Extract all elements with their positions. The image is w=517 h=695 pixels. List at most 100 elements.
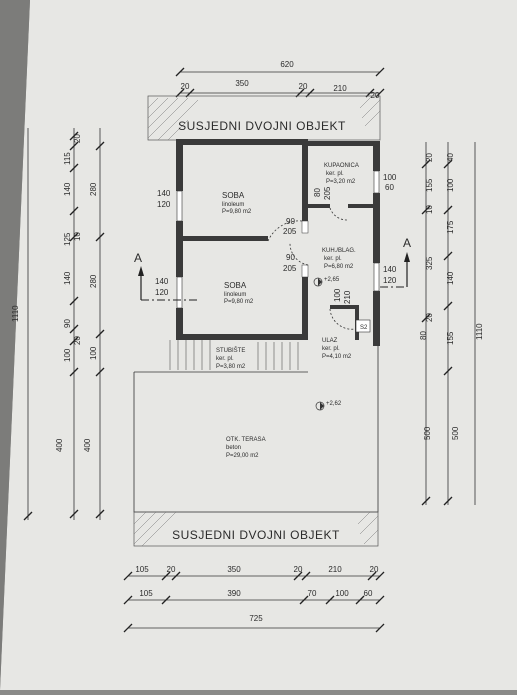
level-value: +2,65: [324, 277, 340, 283]
room-area: P=9,80 m2: [224, 299, 254, 305]
ulaz-door-width: 100: [333, 288, 342, 302]
svg-text:140: 140: [446, 271, 455, 285]
room-name: SOBA: [222, 191, 245, 200]
svg-text:20: 20: [167, 565, 176, 574]
window-2-width: 140: [155, 277, 169, 286]
dim-top-seg-1: 20: [181, 82, 190, 91]
svg-text:100: 100: [63, 348, 72, 362]
neighbor-building-bottom: SUSJEDNI DVOJNI OBJEKT: [133, 511, 379, 547]
room-stubiste: STUBIŠTE ker. pl. P=3,80 m2: [216, 347, 246, 370]
dim-left-total: 1110: [11, 305, 20, 322]
dim-top-seg-4: 210: [333, 84, 347, 93]
svg-text:100: 100: [335, 589, 349, 598]
svg-text:100: 100: [446, 178, 455, 192]
svg-text:500: 500: [423, 426, 432, 440]
room-floor: ker. pl.: [322, 346, 340, 352]
svg-text:20: 20: [425, 153, 434, 162]
svg-text:90: 90: [63, 319, 72, 328]
svg-text:155: 155: [425, 178, 434, 192]
room-name: KUH./BLAG.: [322, 248, 356, 254]
bottom-dimensions: 105 20 350 20 210 20 105 390 70 100 60 7…: [123, 565, 385, 633]
room-floor: linoleum: [222, 202, 244, 208]
window-2-height: 120: [155, 288, 169, 297]
section-label: A: [403, 236, 412, 250]
room-kuhinja: KUH./BLAG. ker. pl. P=6,80 m2: [322, 248, 356, 270]
svg-text:20: 20: [370, 565, 379, 574]
svg-text:105: 105: [135, 565, 149, 574]
dim-right-col3: 325 500: [425, 256, 460, 440]
dim-bottom-row2: 105 390 70 100 60: [139, 589, 373, 598]
dim-right-total: 1110: [475, 323, 484, 340]
window-1-width: 140: [157, 189, 171, 198]
section-mark-right: A: [380, 236, 412, 288]
svg-text:140: 140: [63, 271, 72, 285]
svg-text:400: 400: [83, 438, 92, 452]
svg-text:210: 210: [328, 565, 342, 574]
dim-top-total: 620: [280, 60, 294, 69]
neighbor-label-bottom: SUSJEDNI DVOJNI OBJEKT: [172, 528, 340, 542]
svg-text:155: 155: [446, 331, 455, 345]
svg-text:140: 140: [63, 182, 72, 196]
room-name: ULAZ: [322, 338, 338, 344]
room-soba-2: SOBA linoleum P=9,80 m2: [224, 281, 254, 305]
section-label: A: [134, 251, 143, 265]
kuh-window-height: 120: [383, 276, 397, 285]
dim-left-col2: 20 115 140 125 10 140 90 20 100 400: [55, 134, 82, 452]
svg-text:115: 115: [63, 152, 72, 165]
dim-right-col1: 20 155 100 10 20 80: [419, 153, 455, 340]
kup-door-width: 80: [313, 188, 322, 197]
room-name: KUPAONICA: [324, 163, 359, 169]
svg-text:10: 10: [425, 205, 434, 214]
svg-text:20: 20: [425, 313, 434, 322]
dim-top-seg-2: 350: [235, 79, 249, 88]
svg-text:60: 60: [364, 589, 373, 598]
svg-text:280: 280: [89, 274, 98, 288]
room-area: P=3,20 m2: [326, 179, 356, 185]
svg-text:40: 40: [446, 153, 455, 162]
terrace-floor: beton: [226, 445, 241, 451]
dim-top-seg-5: 20: [371, 91, 380, 100]
terrace-name: OTK. TERASA: [226, 437, 266, 443]
svg-text:20: 20: [294, 565, 303, 574]
kup-door-height: 205: [323, 186, 332, 200]
dim-right-col2: 40 175 140 155 500: [423, 153, 455, 440]
room-area: P=3,80 m2: [216, 364, 246, 370]
level-mark-1: +2,65: [313, 277, 340, 287]
room-soba-1: SOBA linoleum P=9,80 m2: [222, 191, 252, 215]
kuh-window-width: 140: [383, 265, 397, 274]
room-name: STUBIŠTE: [216, 347, 245, 354]
room-floor: ker. pl.: [324, 256, 342, 262]
door-2-height: 205: [283, 264, 297, 273]
room-ulaz: ULAZ ker. pl. P=4,10 m2: [322, 338, 352, 360]
room-kupaonica: KUPAONICA ker. pl. P=3,20 m2: [324, 163, 359, 185]
dim-bottom-total: 725: [249, 614, 263, 623]
section-mark-left: A: [134, 251, 200, 301]
terrace-area: P=29,00 m2: [226, 453, 259, 459]
stair-tag: S2: [360, 325, 368, 331]
svg-text:105: 105: [139, 589, 153, 598]
opening-labels: 140 120 140 120 90 205 90 205 100 60 80 …: [155, 173, 397, 304]
svg-text:125: 125: [63, 232, 72, 246]
room-floor: ker. pl.: [216, 356, 234, 362]
svg-text:175: 175: [446, 220, 455, 234]
svg-text:325: 325: [425, 256, 434, 270]
kup-window-height: 60: [385, 183, 394, 192]
svg-text:20: 20: [73, 134, 82, 143]
right-dimensions: 20 155 100 10 20 80 40 175 140 155 500 3…: [419, 142, 484, 506]
room-floor: linoleum: [224, 292, 246, 298]
door-1-width: 90: [286, 217, 295, 226]
dim-left-col3: 280 280 100 400: [83, 182, 98, 452]
neighbor-label-top: SUSJEDNI DVOJNI OBJEKT: [178, 119, 346, 133]
paper-shadow: [0, 0, 30, 690]
room-area: P=4,10 m2: [322, 354, 352, 360]
ulaz-door-height: 210: [343, 290, 352, 304]
svg-text:400: 400: [55, 438, 64, 452]
room-area: P=9,80 m2: [222, 209, 252, 215]
dim-top-seg-3: 20: [299, 82, 308, 91]
svg-text:10: 10: [73, 232, 82, 241]
door-2-width: 90: [286, 253, 295, 262]
walls: [176, 139, 380, 346]
